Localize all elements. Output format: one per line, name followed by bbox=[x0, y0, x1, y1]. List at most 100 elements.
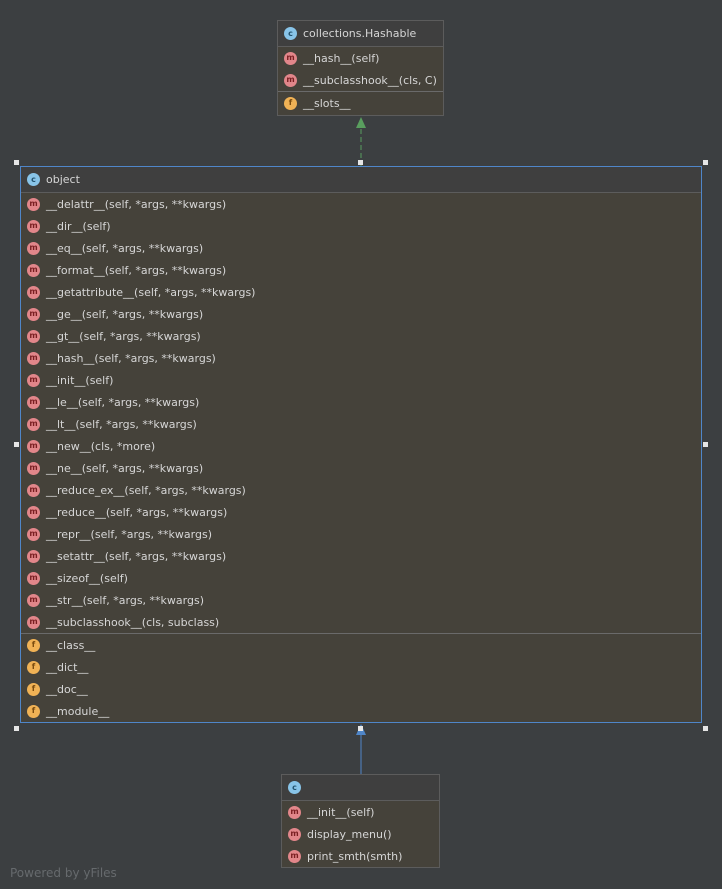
method-row[interactable]: m __subclasshook__(cls, C) bbox=[278, 69, 443, 91]
method-label: __eq__(self, *args, **kwargs) bbox=[46, 241, 204, 255]
class-title: collections.Hashable bbox=[303, 27, 417, 40]
field-label: __module__ bbox=[46, 704, 110, 718]
method-label: __hash__(self) bbox=[303, 51, 380, 65]
resize-handle-top-center[interactable] bbox=[358, 160, 363, 165]
method-row[interactable]: m __new__(cls, *more) bbox=[21, 435, 701, 457]
method-label: __delattr__(self, *args, **kwargs) bbox=[46, 197, 227, 211]
resize-handle-bottom-left[interactable] bbox=[14, 726, 19, 731]
method-label: __subclasshook__(cls, subclass) bbox=[46, 615, 220, 629]
method-label: __dir__(self) bbox=[46, 219, 111, 233]
method-row[interactable]: m __repr__(self, *args, **kwargs) bbox=[21, 523, 701, 545]
method-row[interactable]: m __hash__(self) bbox=[278, 47, 443, 69]
method-icon: m bbox=[27, 505, 40, 519]
class-title: object bbox=[46, 173, 80, 186]
method-label: __new__(cls, *more) bbox=[46, 439, 156, 453]
field-row[interactable]: f __class__ bbox=[21, 634, 701, 656]
method-icon: m bbox=[27, 417, 40, 431]
method-label: __subclasshook__(cls, C) bbox=[303, 73, 437, 87]
field-icon: f bbox=[27, 704, 40, 718]
method-label: __lt__(self, *args, **kwargs) bbox=[46, 417, 197, 431]
resize-handle-middle-left[interactable] bbox=[14, 442, 19, 447]
method-row[interactable]: m__ne__(self, *args, **kwargs) bbox=[21, 457, 701, 479]
class-icon: c bbox=[288, 781, 301, 794]
method-row[interactable]: m__le__(self, *args, **kwargs) bbox=[21, 391, 701, 413]
method-icon: m bbox=[27, 461, 40, 475]
method-icon: m bbox=[288, 827, 301, 841]
fields-section: f__slots__ bbox=[278, 91, 443, 114]
resize-handle-middle-right[interactable] bbox=[703, 442, 708, 447]
class-icon: c bbox=[27, 173, 40, 186]
method-row[interactable]: m__reduce_ex__(self, *args, **kwargs) bbox=[21, 479, 701, 501]
method-row[interactable]: m __init__(self) bbox=[21, 369, 701, 391]
method-row[interactable]: m print_smth(smth) bbox=[282, 845, 439, 867]
method-row[interactable]: m __hash__(self, *args, **kwargs) bbox=[21, 347, 701, 369]
method-icon: m bbox=[27, 527, 40, 541]
method-icon: m bbox=[27, 329, 40, 343]
method-label: __setattr__(self, *args, **kwargs) bbox=[46, 549, 227, 563]
method-icon: m bbox=[284, 73, 297, 87]
method-icon: m bbox=[288, 849, 301, 863]
field-icon: f bbox=[27, 660, 40, 674]
method-icon: m bbox=[27, 219, 40, 233]
resize-handle-bottom-center[interactable] bbox=[358, 726, 363, 731]
method-label: __format__(self, *args, **kwargs) bbox=[46, 263, 227, 277]
field-label: __doc__ bbox=[46, 682, 88, 696]
field-icon: f bbox=[27, 638, 40, 652]
method-label: __ge__(self, *args, **kwargs) bbox=[46, 307, 204, 321]
method-row[interactable]: m__ge__(self, *args, **kwargs) bbox=[21, 303, 701, 325]
method-label: __init__(self) bbox=[46, 373, 114, 387]
method-label: display_menu() bbox=[307, 827, 392, 841]
method-label: __gt__(self, *args, **kwargs) bbox=[46, 329, 201, 343]
method-label: __repr__(self, *args, **kwargs) bbox=[46, 527, 212, 541]
method-icon: m bbox=[27, 395, 40, 409]
method-icon: m bbox=[27, 373, 40, 387]
method-icon: m bbox=[27, 263, 40, 277]
yfiles-watermark: Powered by yFiles bbox=[10, 866, 117, 880]
method-row[interactable]: m __format__(self, *args, **kwargs) bbox=[21, 259, 701, 281]
method-label: __reduce__(self, *args, **kwargs) bbox=[46, 505, 228, 519]
method-row[interactable]: m__subclasshook__(cls, subclass) bbox=[21, 611, 701, 633]
method-row[interactable]: m __dir__(self) bbox=[21, 215, 701, 237]
field-label: __dict__ bbox=[46, 660, 89, 674]
class-icon: c bbox=[284, 27, 297, 40]
method-label: __getattribute__(self, *args, **kwargs) bbox=[46, 285, 256, 299]
method-label: __hash__(self, *args, **kwargs) bbox=[46, 351, 216, 365]
class-node-collections-hashable[interactable]: c collections.Hashable m__hash__(self)m_… bbox=[277, 20, 444, 116]
method-row[interactable]: m__sizeof__(self) bbox=[21, 567, 701, 589]
method-row[interactable]: m__eq__(self, *args, **kwargs) bbox=[21, 237, 701, 259]
method-row[interactable]: m __reduce__(self, *args, **kwargs) bbox=[21, 501, 701, 523]
method-label: __init__(self) bbox=[307, 805, 375, 819]
method-row[interactable]: m __setattr__(self, *args, **kwargs) bbox=[21, 545, 701, 567]
field-label: __class__ bbox=[46, 638, 96, 652]
method-row[interactable]: m__getattribute__(self, *args, **kwargs) bbox=[21, 281, 701, 303]
methods-section: m __delattr__(self, *args, **kwargs) m __di… bbox=[21, 193, 701, 633]
method-row[interactable]: m __lt__(self, *args, **kwargs) bbox=[21, 413, 701, 435]
method-icon: m bbox=[284, 51, 297, 65]
resize-handle-top-left[interactable] bbox=[14, 160, 19, 165]
method-label: __str__(self, *args, **kwargs) bbox=[46, 593, 204, 607]
method-label: print_smth(smth) bbox=[307, 849, 403, 863]
field-icon: f bbox=[27, 682, 40, 696]
method-row[interactable]: m __delattr__(self, *args, **kwargs) bbox=[21, 193, 701, 215]
method-row[interactable]: m__str__(self, *args, **kwargs) bbox=[21, 589, 701, 611]
method-row[interactable]: m __gt__(self, *args, **kwargs) bbox=[21, 325, 701, 347]
method-icon: m bbox=[27, 439, 40, 453]
method-icon: m bbox=[27, 351, 40, 365]
field-row[interactable]: f __doc__ bbox=[21, 678, 701, 700]
field-row[interactable]: f __module__ bbox=[21, 700, 701, 722]
resize-handle-top-right[interactable] bbox=[703, 160, 708, 165]
field-row[interactable]: f__slots__ bbox=[278, 92, 443, 114]
method-icon: m bbox=[27, 549, 40, 563]
method-icon: m bbox=[288, 805, 301, 819]
field-row[interactable]: f __dict__ bbox=[21, 656, 701, 678]
method-icon: m bbox=[27, 571, 40, 585]
method-row[interactable]: m __init__(self) bbox=[282, 801, 439, 823]
method-row[interactable]: m display_menu() bbox=[282, 823, 439, 845]
resize-handle-bottom-right[interactable] bbox=[703, 726, 708, 731]
method-icon: m bbox=[27, 197, 40, 211]
class-node-object[interactable]: c object m __delattr__(self, *args, **kwa… bbox=[20, 166, 702, 723]
fields-section: f__class__f__dict__f__doc__f__module__ bbox=[21, 633, 701, 722]
